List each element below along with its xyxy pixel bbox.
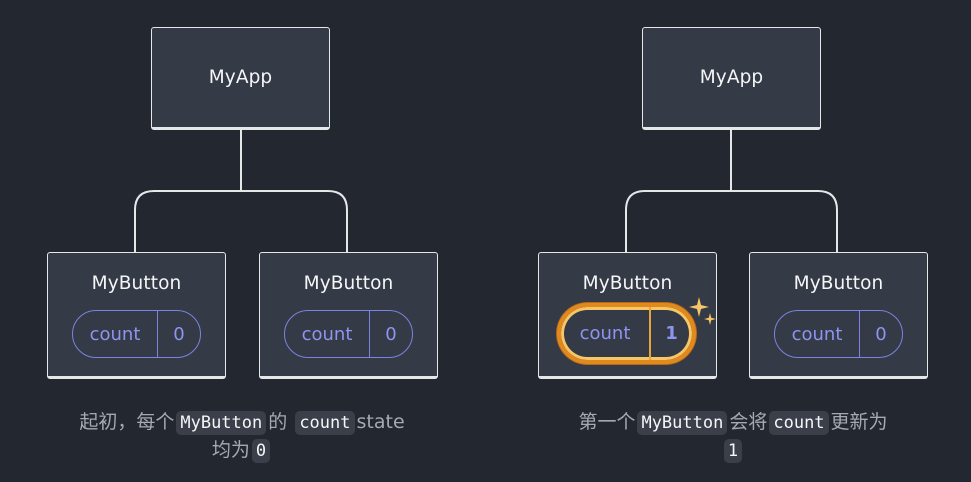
right-connector [625, 130, 838, 252]
right-myapp-label: MyApp [699, 67, 764, 88]
right-mybutton-1-label: MyButton [582, 273, 673, 294]
caption-text: 第一个 [578, 411, 636, 433]
caption-code-mybutton: MyButton [176, 411, 267, 435]
caption-text: 的 [268, 411, 288, 433]
state-value: 1 [665, 323, 678, 344]
caption-code-count: count [295, 411, 355, 435]
caption-code-mybutton: MyButton [637, 411, 728, 435]
caption-code-zero: 0 [251, 439, 271, 463]
caption-code-count: count [769, 411, 829, 435]
left-mybutton-2-node: MyButton count 0 [259, 252, 438, 379]
left-mybutton-2-label: MyButton [303, 273, 394, 294]
right-myapp-node: MyApp [642, 27, 821, 130]
right-mybutton-1-state-pill-highlighted: count 1 [557, 303, 696, 364]
right-mybutton-1-node: MyButton count 1 [538, 252, 717, 379]
left-connector [134, 130, 348, 252]
right-mybutton-2-label: MyButton [793, 273, 884, 294]
left-mybutton-2-state-pill: count 0 [284, 310, 413, 358]
state-value: 0 [385, 323, 397, 345]
right-mybutton-2-state-pill: count 0 [774, 310, 903, 358]
state-value: 0 [173, 323, 185, 345]
left-mybutton-1-node: MyButton count 0 [47, 252, 226, 379]
caption-text: 起初，每个 [79, 411, 175, 433]
caption-text-state: state [356, 411, 405, 433]
state-name: count [775, 311, 860, 357]
state-value: 0 [875, 323, 887, 345]
left-mybutton-1-state-pill: count 0 [72, 310, 201, 358]
left-mybutton-1-label: MyButton [91, 273, 182, 294]
caption-text: 会将 [729, 411, 768, 433]
left-myapp-node: MyApp [151, 27, 330, 130]
caption-text: 均为 [211, 439, 250, 461]
caption-text: 更新为 [830, 411, 888, 433]
right-mybutton-2-node: MyButton count 0 [749, 252, 928, 379]
left-myapp-label: MyApp [208, 67, 273, 88]
state-name: count [285, 311, 370, 357]
state-name: count [561, 307, 651, 360]
caption-code-one: 1 [723, 439, 743, 463]
state-name: count [73, 311, 158, 357]
sparkle-icon [689, 297, 716, 325]
